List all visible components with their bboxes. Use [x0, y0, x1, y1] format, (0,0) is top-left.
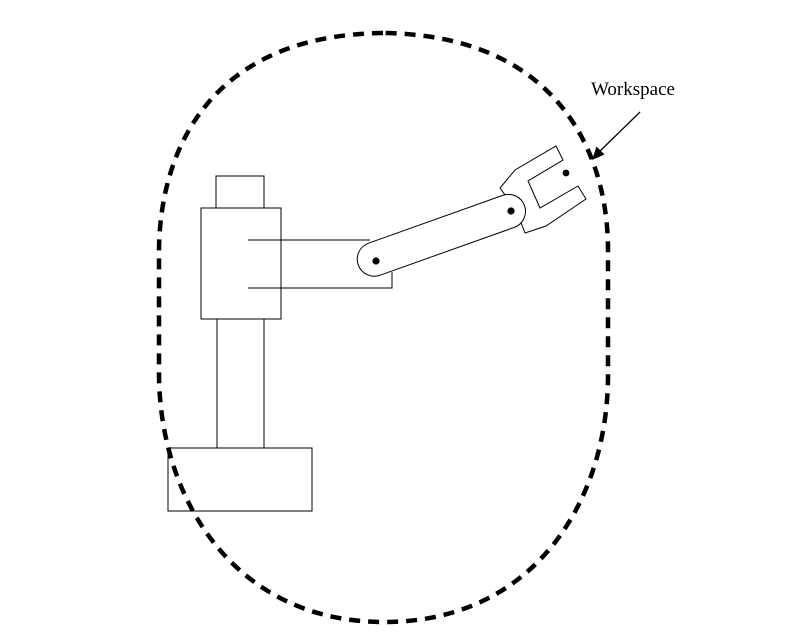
robot-column: [216, 317, 265, 449]
robot-forearm-link: [356, 193, 527, 277]
wrist-joint: [507, 207, 515, 215]
robot-shoulder-housing: [200, 207, 282, 320]
elbow-joint: [372, 257, 380, 265]
robot-base: [167, 447, 313, 512]
robot-horizontal-arm: [248, 239, 393, 289]
workspace-label: Workspace: [591, 79, 675, 100]
robot-top-cap: [215, 175, 265, 209]
workspace-pointer-line: [597, 111, 641, 154]
gripper-joint: [562, 169, 570, 177]
workspace-arrowhead-icon: [592, 146, 605, 160]
